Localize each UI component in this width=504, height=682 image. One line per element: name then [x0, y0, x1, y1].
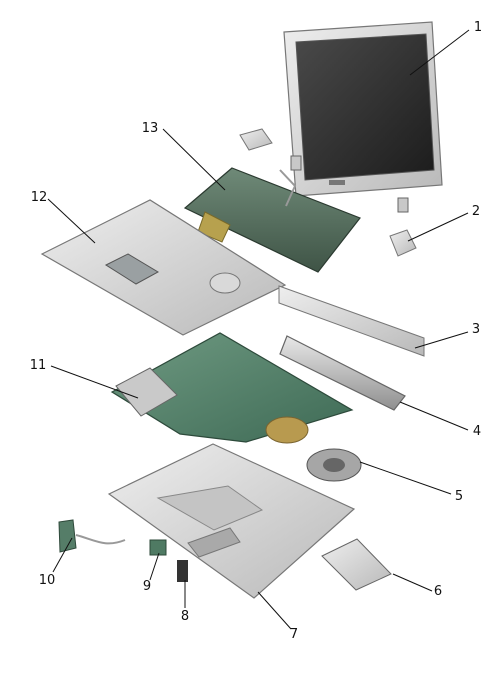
callout-7: 7 — [290, 627, 298, 642]
leader-line-12 — [47, 198, 96, 244]
leader-line-3 — [414, 331, 469, 349]
connector-part — [177, 560, 188, 582]
display-part — [283, 21, 443, 213]
fan-part — [306, 448, 362, 482]
callout-5: 5 — [455, 489, 463, 504]
callout-4: 4 — [473, 424, 481, 439]
callout-6: 6 — [434, 584, 442, 599]
system-board-part — [110, 332, 354, 444]
keyboard-part — [183, 167, 361, 273]
callout-8: 8 — [181, 609, 189, 624]
leader-line-11 — [50, 365, 139, 399]
callout-labels: 1 2 3 4 5 6 7 8 9 10 11 12 13 — [30, 20, 482, 642]
callout-1: 1 — [474, 20, 482, 35]
hard-drive-part — [321, 538, 392, 591]
leader-lines — [47, 29, 470, 630]
leader-line-4 — [399, 401, 469, 431]
callout-3: 3 — [472, 322, 480, 337]
leader-line-13 — [162, 128, 226, 191]
base-part — [107, 443, 356, 599]
leader-line-1 — [409, 29, 470, 76]
callout-12: 12 — [31, 190, 48, 205]
callout-11: 11 — [30, 358, 47, 373]
palm-rest-part — [40, 199, 287, 336]
callout-13: 13 — [142, 121, 159, 136]
leader-line-5 — [359, 461, 452, 495]
callout-2: 2 — [472, 204, 480, 219]
leader-line-10 — [52, 537, 73, 573]
hinge-bracket-part — [239, 128, 273, 151]
small-board-part — [149, 539, 167, 556]
callout-10: 10 — [39, 573, 56, 588]
leader-line-7 — [257, 591, 292, 630]
leader-line-9 — [149, 552, 160, 581]
support-bracket-part — [278, 285, 425, 357]
callout-9: 9 — [143, 579, 151, 594]
leader-line-2 — [407, 212, 469, 242]
battery-part — [279, 335, 406, 411]
modem-board-part — [58, 519, 126, 553]
leader-line-6 — [392, 573, 433, 592]
hinge-cover-part — [389, 229, 417, 257]
